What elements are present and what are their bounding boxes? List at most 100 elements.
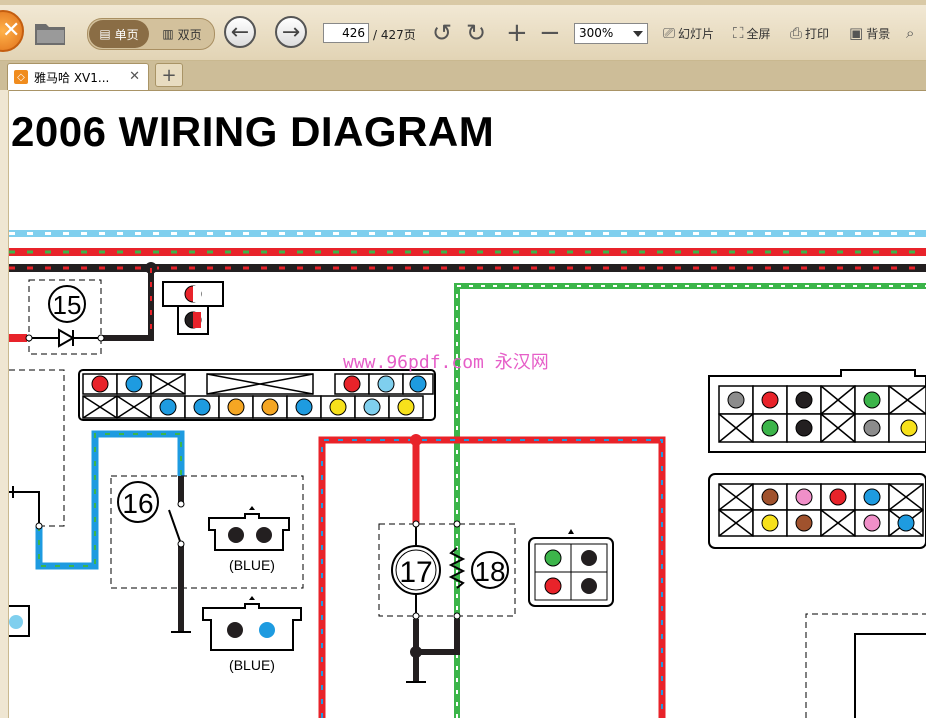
component-18-resistor [448,547,466,589]
switch-lever [168,509,182,545]
component-17-inner [395,549,437,591]
side-panel-handle[interactable] [0,90,9,718]
single-page-button[interactable]: ▤单页 [89,20,149,48]
zoom-out-button[interactable]: − [539,18,561,48]
plus-icon: + [506,18,528,48]
terminal [35,522,43,530]
connector-color-label: (BLUE) [229,557,275,573]
folder-icon [35,24,65,45]
key-tab [249,596,255,600]
pin-half [193,312,201,328]
blue-connector-1 [208,513,290,551]
background-icon: ▣ [849,24,864,42]
page-total: / 427页 [373,28,416,42]
zoom-in-button[interactable]: + [506,18,528,48]
next-page-button[interactable]: → [275,16,307,48]
minus-icon: − [539,18,561,48]
component-15-number: 15 [53,290,82,320]
fullscreen-label: 全屏 [746,26,771,41]
pin-half [193,286,201,302]
ecu-pins-1 [727,391,918,437]
fullscreen-button[interactable]: ⛶全屏 [733,24,771,42]
component-box-edge [805,613,926,718]
menu-strip [0,0,926,5]
slideshow-button[interactable]: ⎚幻灯片 [663,24,714,42]
double-page-icon: ▥ [162,27,174,41]
diode-symbol [58,328,76,348]
wire-black [413,619,460,682]
component-outline [854,633,926,718]
double-page-button[interactable]: ▥双页 [152,20,212,48]
connector-x-marks [82,373,314,419]
arrow-right-icon: → [281,19,301,45]
terminal [97,334,105,342]
pin-black [228,527,244,543]
close-tab-icon[interactable]: ✕ [129,69,140,84]
terminal [177,500,185,508]
rotate-right-icon: ↻ [466,19,487,47]
tab-bar: ◇ 雅马哈 XV1... ✕ + [0,61,926,91]
component-15-box [28,279,102,355]
fullscreen-icon: ⛶ [733,24,744,42]
slideshow-icon: ⎚ [663,24,676,42]
wiring-diagram: 15 [9,230,926,718]
wire-blue-green [35,430,185,570]
junction [410,646,422,658]
page-title: 2006 WIRING DIAGRAM [11,108,495,155]
component-17-18-box [378,523,516,617]
double-page-label: 双页 [177,27,202,42]
ecu-x-marks-1 [718,385,926,443]
wire-stripe [38,433,182,567]
pdf-favicon-icon: ◇ [14,70,28,84]
pin-green-white [544,549,562,567]
zoom-select[interactable]: 300% [574,23,648,44]
component-16-box [110,475,304,589]
ecu-grid-1 [718,385,926,443]
rotate-right-button[interactable]: ↻ [466,19,486,47]
print-button[interactable]: ⎙打印 [790,24,829,42]
zoom-value: 300% [579,26,614,40]
single-page-label: 单页 [114,27,139,42]
print-label: 打印 [805,26,830,41]
terminal [25,334,33,342]
pin-red-blue [544,577,562,595]
printer-icon: ⎙ [790,24,803,42]
watermark: www.96pdf.com 永汉网 [343,352,549,373]
blue-connector-2 [202,603,302,651]
ecu-x-marks-2 [718,483,924,537]
open-folder-button[interactable] [34,20,66,46]
component-box-edge [9,369,65,527]
component-17-number: 17 [399,556,432,589]
terminal [412,612,420,620]
page-number-input[interactable]: 426 [323,23,369,43]
component-15-badge [48,285,86,323]
rotate-left-button[interactable]: ↺ [432,19,452,47]
document-tab[interactable]: ◇ 雅马哈 XV1... ✕ [7,63,149,90]
pin-black [227,622,243,638]
pin-blue-green [259,622,275,638]
tab-label: 雅马哈 XV1... [34,70,110,85]
plus-icon: + [161,64,177,86]
wire-thin [9,491,40,526]
new-tab-button[interactable]: + [155,63,183,87]
single-page-icon: ▤ [99,27,111,41]
connector-color-label: (BLUE) [229,657,275,673]
component-18-number: 18 [474,556,505,587]
component-16-number: 16 [122,488,153,519]
slideshow-label: 幻灯片 [678,26,715,41]
document-viewport[interactable]: 2006 WIRING DIAGRAM 15 [9,90,926,718]
app-logo-icon[interactable]: ✕ [0,10,24,52]
wire-black-red [9,264,926,272]
key-tab [568,529,574,534]
wire-blue-white [9,230,926,237]
terminal [453,612,461,620]
previous-page-button[interactable]: ← [224,16,256,48]
pin-black [256,527,272,543]
search-button[interactable]: ⌕ [906,24,914,42]
ecu-pins-2 [761,488,915,532]
chevron-down-icon [633,31,643,37]
search-icon: ⌕ [906,24,915,42]
pin-light-blue [9,615,23,629]
background-button[interactable]: ▣背景 [849,24,890,42]
component-18-badge [471,551,509,589]
